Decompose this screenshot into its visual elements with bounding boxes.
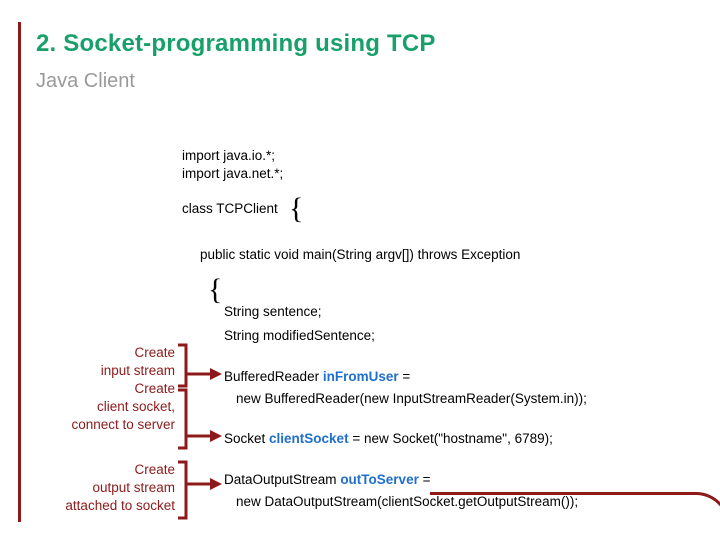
left-vertical-rule [18,22,21,522]
code-identifier-in-from-user: inFromUser [322,369,399,384]
annotation-line: Create [134,462,175,477]
code-line-var-sentence: String sentence; [224,304,322,319]
code-text: Socket [224,431,270,446]
arrow-output-stream [178,460,222,520]
code-text: BufferedReader [224,369,323,384]
annotation-line: input stream [100,363,175,378]
code-identifier-out-to-server: outToServer [340,472,419,487]
annotation-create-client-socket: x Create client socket, connect to serve… [20,362,175,434]
code-line-class-decl: class TCPClient [182,201,278,216]
annotation-line: client socket, [96,399,175,414]
arrow-client-socket [178,388,222,450]
code-line-main-decl: public static void main(String argv[]) t… [200,247,521,262]
bottom-right-arc-decoration [430,492,720,552]
code-text: DataOutputStream [224,472,341,487]
code-text: = [418,472,431,487]
page-title: 2. Socket-programming using TCP [36,30,436,57]
annotation-line: Create [134,345,175,360]
annotation-create-input-stream: Create input stream [20,344,175,380]
code-line-import-io: import java.io.*; [182,148,276,163]
code-line-output-stream-init: new DataOutputStream(clientSocket.getOut… [236,494,579,509]
code-line-buffered-reader-decl: BufferedReader inFromUser = [224,368,410,386]
main-open-brace: { [208,273,223,306]
code-line-buffered-reader-init: new BufferedReader(new InputStreamReader… [236,391,587,406]
annotation-line: Create [134,381,175,396]
code-line-var-modified: String modifiedSentence; [224,328,375,343]
arrow-input-stream [178,343,222,388]
code-line-output-stream-decl: DataOutputStream outToServer = [224,471,430,489]
code-identifier-client-socket: clientSocket [269,431,349,446]
slide: 2. Socket-programming using TCP Java Cli… [18,22,720,522]
annotation-line: output stream [92,480,175,495]
class-open-brace: { [289,192,304,225]
page-subtitle: Java Client [36,70,135,92]
code-line-import-net: import java.net.*; [182,166,284,181]
code-text: = [398,369,411,384]
annotation-create-output-stream: Create output stream attached to socket [20,461,175,515]
annotation-line: attached to socket [65,498,175,513]
code-line-socket: Socket clientSocket = new Socket("hostna… [224,430,553,448]
annotation-line: connect to server [71,417,175,432]
code-text: = new Socket("hostname", 6789); [348,431,553,446]
